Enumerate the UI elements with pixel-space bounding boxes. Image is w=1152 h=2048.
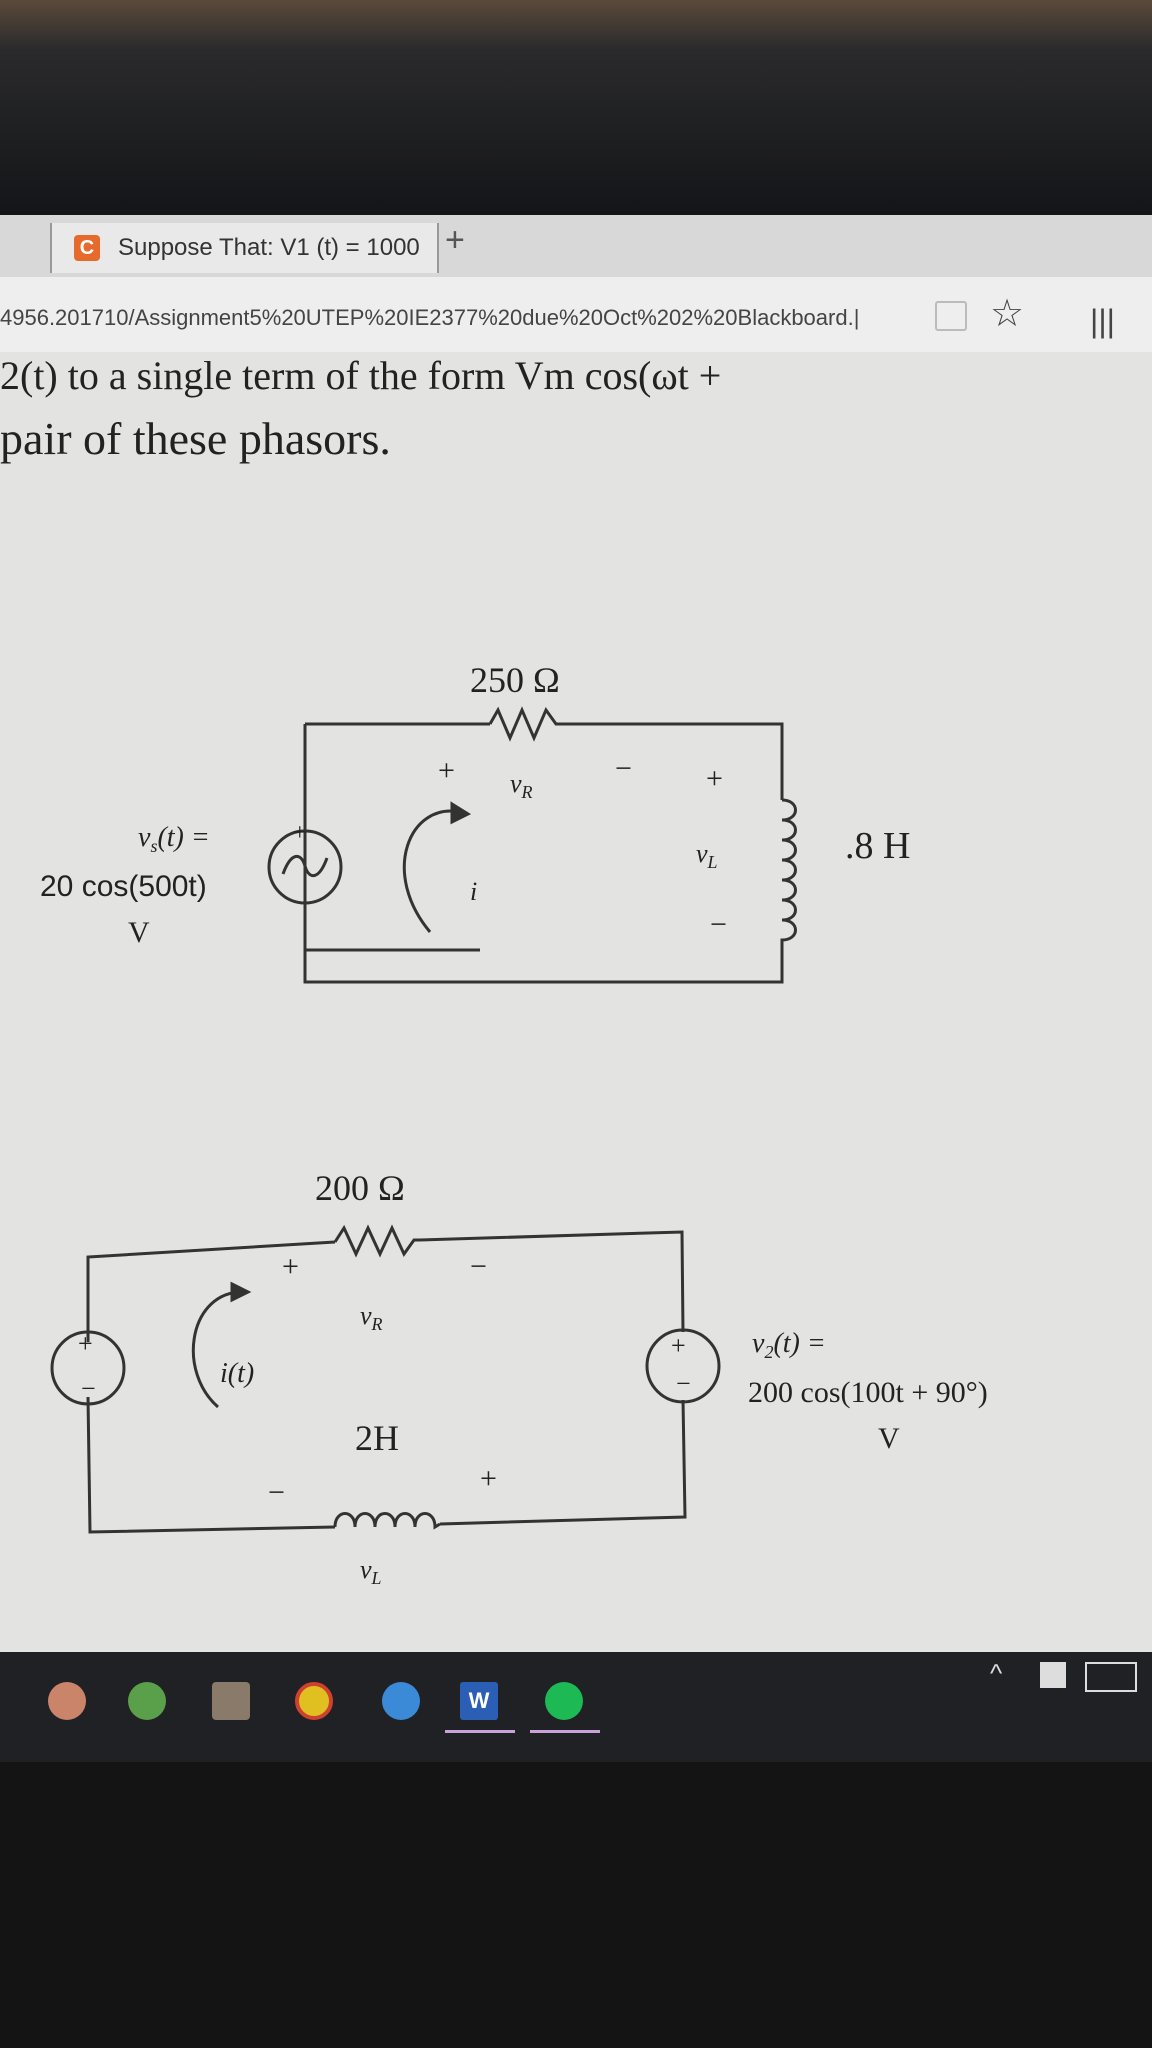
itunes-icon[interactable]	[382, 1682, 420, 1720]
favorite-star-icon[interactable]: ☆	[990, 293, 1025, 335]
c2-source-label-2: 200 cos(100t + 90°)	[748, 1376, 988, 1409]
new-tab-button[interactable]: +	[445, 221, 465, 259]
chrome-icon[interactable]	[295, 1682, 333, 1720]
spotify-icon[interactable]	[545, 1682, 583, 1720]
word-active-indicator	[445, 1730, 515, 1733]
c2-right-source-minus: −	[676, 1369, 691, 1398]
page-content: 2(t) to a single term of the form Vm cos…	[0, 352, 1152, 1652]
c1-source-plus: +	[293, 820, 307, 846]
c1-resistor	[488, 706, 560, 742]
circuit-1	[267, 706, 797, 984]
c1-plus-r: +	[438, 754, 455, 787]
c2-source-label-3: V	[878, 1422, 900, 1455]
music-app-icon[interactable]	[128, 1682, 166, 1720]
chegg-icon: C	[74, 235, 100, 261]
app-icon-1[interactable]	[48, 1682, 86, 1720]
c2-left-source-minus: −	[81, 1374, 96, 1403]
c1-inductor-coil	[780, 798, 797, 970]
word-icon[interactable]: W	[460, 1682, 498, 1720]
c1-plus-l: +	[706, 762, 723, 795]
circuit-2	[50, 1224, 721, 1534]
c2-plus-r: +	[282, 1250, 299, 1283]
c1-current-arrow	[402, 809, 461, 933]
c2-vr-label: vR	[360, 1301, 383, 1334]
c1-vr-label: vR	[510, 769, 533, 802]
c2-minus-l: −	[268, 1476, 285, 1509]
keyboard-icon[interactable]	[1085, 1662, 1137, 1692]
hub-icon[interactable]: |||	[1090, 303, 1115, 339]
c1-current-label: i	[470, 877, 477, 906]
c1-source-label-2: 20 cos(500t)	[40, 870, 207, 903]
c2-resistor	[333, 1224, 420, 1258]
c1-resistor-label: 250 Ω	[470, 660, 560, 700]
c1-voltage-source	[267, 829, 343, 905]
tab-title: Suppose That: V1 (t) = 1000	[118, 234, 420, 261]
question-line-2: pair of these phasors.	[0, 413, 391, 464]
c2-resistor-label: 200 Ω	[315, 1168, 405, 1208]
c2-minus-r: −	[470, 1250, 487, 1283]
question-line-1: 2(t) to a single term of the form Vm cos…	[0, 353, 722, 398]
windows-taskbar: ^ W	[0, 1652, 1152, 1762]
circuit-figures: 250 Ω + vR − + vL − .8 H + i vs(t) = 20 …	[40, 660, 988, 1588]
c1-minus-l: −	[710, 908, 727, 941]
spotify-active-indicator	[530, 1730, 600, 1733]
c2-current-arrowhead	[230, 1281, 252, 1303]
c2-left-source-plus: +	[78, 1329, 93, 1358]
c2-voltage-source-left	[50, 1330, 126, 1406]
c2-inductor-label: 2H	[355, 1418, 399, 1458]
c1-wire-bottom	[303, 880, 784, 984]
c2-wire-top-left	[86, 1240, 336, 1342]
c2-current-arrow	[191, 1290, 239, 1409]
file-explorer-icon[interactable]	[212, 1682, 250, 1720]
c2-wire-top-right	[419, 1230, 685, 1333]
c1-ac-symbol	[281, 855, 329, 877]
address-bar: 4956.201710/Assignment5%20UTEP%20IE2377%…	[0, 277, 1152, 353]
c2-plus-l: +	[480, 1462, 497, 1495]
browser-tab-bar: C Suppose That: V1 (t) = 1000 +	[0, 215, 1152, 277]
camera-background-top	[0, 0, 1152, 215]
c1-minus-r: −	[615, 752, 632, 785]
camera-background-bottom	[0, 1762, 1152, 2048]
c1-inductor-label: .8 H	[845, 825, 910, 867]
url-field[interactable]: 4956.201710/Assignment5%20UTEP%20IE2377%…	[0, 305, 860, 330]
c1-wire-top-right	[560, 722, 784, 800]
c2-source-label-1: v2(t) =	[752, 1328, 826, 1362]
c2-inductor-coil	[333, 1512, 441, 1530]
c2-right-source-plus: +	[671, 1331, 686, 1360]
c1-current-arrowhead	[450, 801, 472, 825]
action-center-icon[interactable]	[1040, 1662, 1066, 1688]
c2-vl-label: vL	[360, 1555, 382, 1588]
browser-tab[interactable]: C Suppose That: V1 (t) = 1000	[50, 223, 439, 273]
c2-wire-bottom-right	[439, 1399, 687, 1526]
c1-source-label-1: vs(t) =	[138, 822, 210, 856]
c2-voltage-source-right	[645, 1328, 721, 1404]
c2-wire-bottom-left	[86, 1396, 336, 1534]
c1-source-label-3: V	[128, 916, 150, 949]
c1-vl-label: vL	[696, 839, 718, 872]
c2-current-label: i(t)	[220, 1358, 254, 1389]
tray-chevron-icon[interactable]: ^	[990, 1658, 1003, 1688]
reading-view-icon[interactable]	[935, 301, 967, 331]
